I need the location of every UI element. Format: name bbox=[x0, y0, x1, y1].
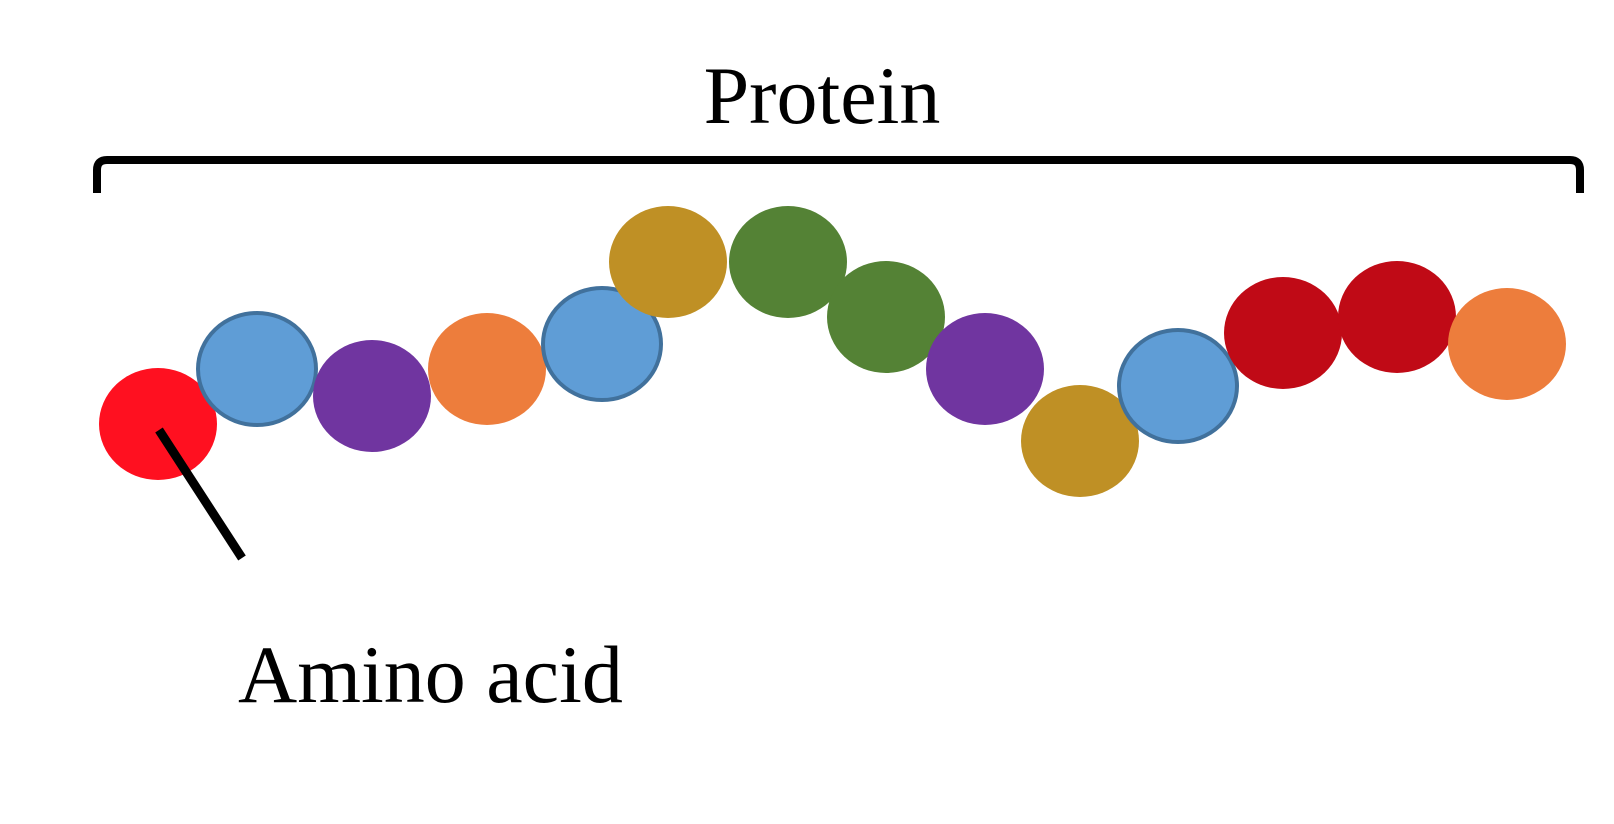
amino-acid-dark-red bbox=[1224, 277, 1342, 389]
amino-acid-dark-red bbox=[1338, 261, 1456, 373]
amino-acid-purple bbox=[313, 340, 431, 452]
amino-acid-blue bbox=[1117, 328, 1239, 444]
amino-acid-orange bbox=[1448, 288, 1566, 400]
amino-acid-blue bbox=[541, 286, 663, 402]
amino-acid-label: Amino acid bbox=[238, 629, 623, 720]
amino-acid-red bbox=[99, 368, 217, 480]
amino-acid-blue bbox=[196, 311, 318, 427]
protein-bracket bbox=[93, 156, 1584, 193]
amino-acid-gold bbox=[609, 206, 727, 318]
amino-acid-chain bbox=[99, 206, 1566, 497]
amino-acid-orange bbox=[428, 313, 546, 425]
amino-acid-green bbox=[729, 206, 847, 318]
amino-acid-purple bbox=[926, 313, 1044, 425]
protein-title: Protein bbox=[704, 50, 941, 141]
amino-acid-pointer bbox=[155, 427, 246, 561]
amino-acid-gold bbox=[1021, 385, 1139, 497]
amino-acid-green bbox=[827, 261, 945, 373]
